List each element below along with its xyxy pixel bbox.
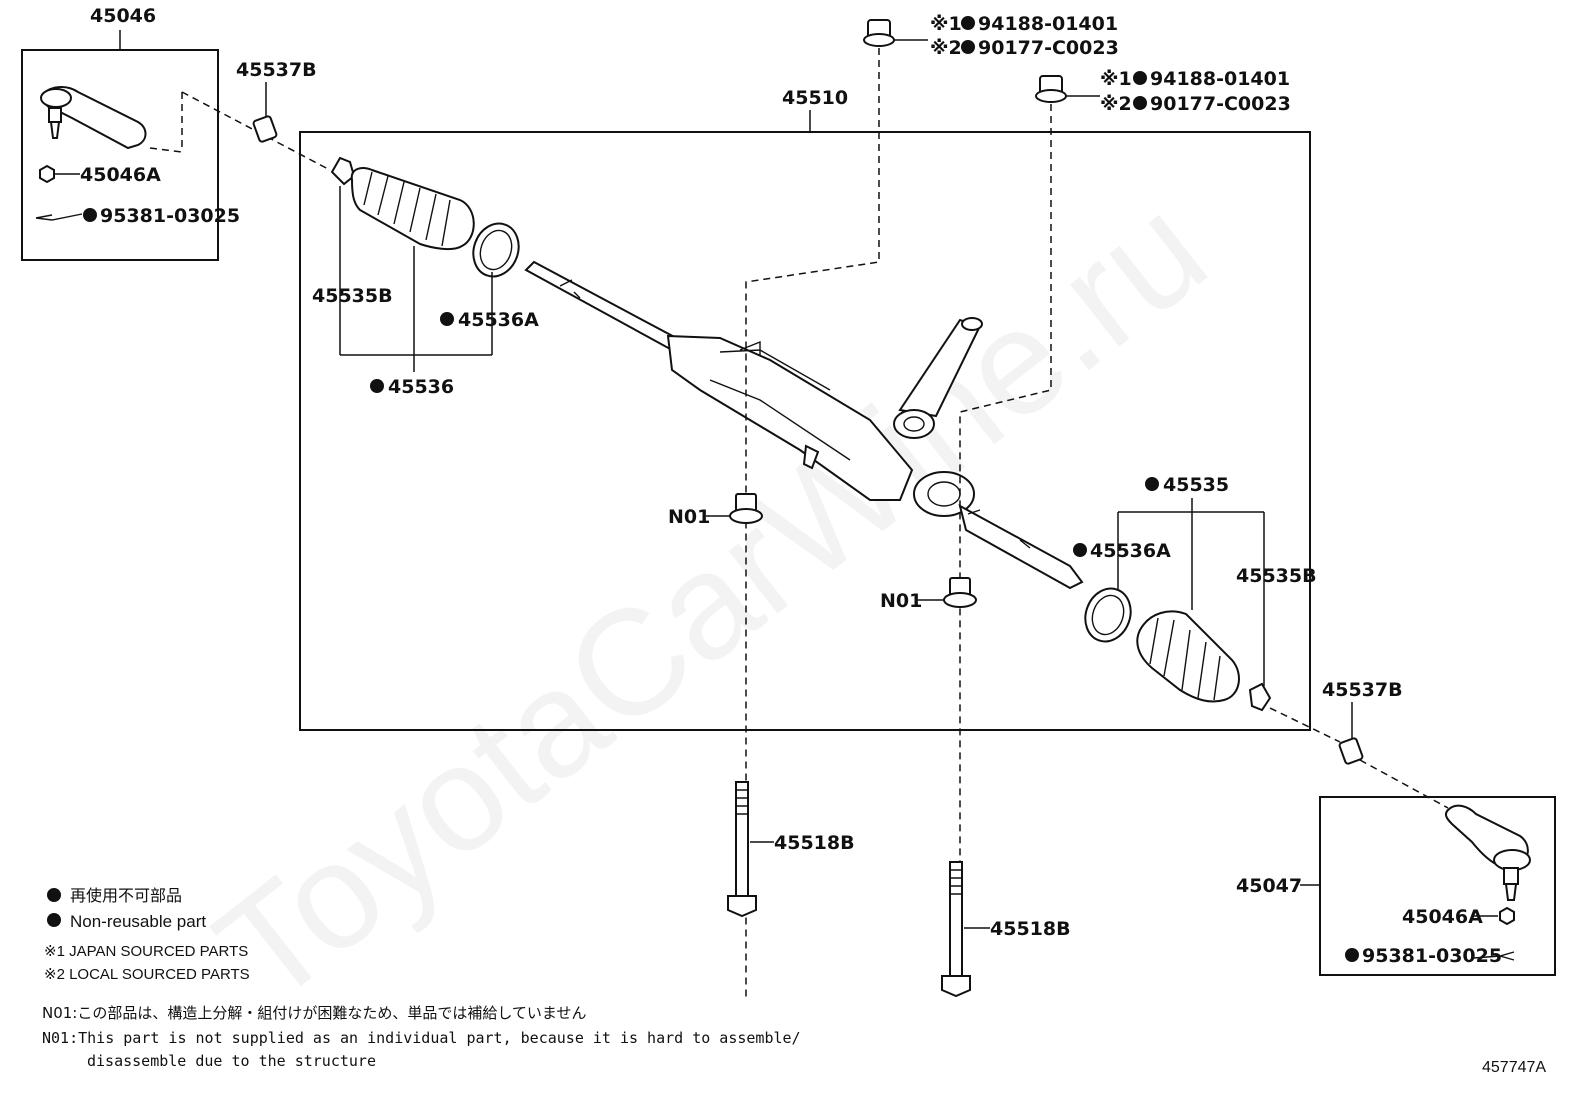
label-nut1-local: 90177-C0023 <box>978 37 1119 59</box>
boot-clamp-icon-right <box>1248 682 1272 712</box>
note-n01-en-line2: disassemble due to the structure <box>87 1052 376 1070</box>
clamp-band-icon-right <box>1084 587 1132 643</box>
non-reusable-dot <box>1145 477 1159 491</box>
clip-icon-right <box>1338 737 1364 765</box>
boot-icon-right <box>1136 610 1240 703</box>
diagram-code: 457747A <box>1482 1059 1546 1076</box>
label-45536a-left: 45536A <box>458 309 539 331</box>
non-reusable-dot <box>961 40 975 54</box>
nut2-japan-mark: ※1 <box>1100 68 1132 90</box>
steering-rack-housing-icon <box>524 260 1084 590</box>
label-nut1-japan: 94188-01401 <box>978 13 1118 35</box>
bolt-icon-left <box>727 781 757 918</box>
nut1-local-mark: ※2 <box>930 37 962 59</box>
non-reusable-dot <box>961 16 975 30</box>
nut-icon-45046a-left <box>39 164 55 184</box>
label-45518b-right: 45518B <box>990 918 1071 940</box>
label-45535b-left: 45535B <box>312 285 393 307</box>
nut1-japan-mark: ※1 <box>930 13 962 35</box>
clip-icon-left <box>252 115 278 143</box>
non-reusable-dot <box>370 379 384 393</box>
note-n01-ja: N01:この部品は、構造上分解・組付けが困難なため、単品では補給していません <box>42 1004 586 1022</box>
label-45047: 45047 <box>1236 875 1302 897</box>
label-45537b-left: 45537B <box>236 59 317 81</box>
bushing-icon-left <box>729 493 763 524</box>
mount-nut-icon-2 <box>1035 75 1067 103</box>
label-45046a-right: 45046A <box>1402 906 1483 928</box>
clamp-band-icon-left <box>472 222 520 278</box>
boot-icon-left <box>350 167 475 251</box>
nut2-local-mark: ※2 <box>1100 93 1132 115</box>
note-n01-en-line1: N01:This part is not supplied as an indi… <box>42 1029 801 1047</box>
legend-japan-sourced: ※1 JAPAN SOURCED PARTS <box>44 943 248 960</box>
non-reusable-dot <box>1345 948 1359 962</box>
bushing-icon-right <box>943 577 977 608</box>
mount-nut-icon-1 <box>863 19 895 47</box>
legend-dot-en <box>47 913 61 927</box>
non-reusable-dot <box>83 208 97 222</box>
boot-clamp-icon-left <box>330 156 356 186</box>
non-reusable-dot <box>1133 71 1147 85</box>
cotter-pin-icon-left <box>35 213 83 221</box>
non-reusable-dot <box>1073 543 1087 557</box>
non-reusable-dot <box>440 312 454 326</box>
label-45510: 45510 <box>782 87 848 109</box>
tie-rod-end-right-icon <box>1444 804 1531 901</box>
nut-icon-45046a-right <box>1499 906 1515 926</box>
label-45535b-right: 45535B <box>1236 565 1317 587</box>
label-95381-right: 95381-03025 <box>1362 945 1502 967</box>
bolt-icon-right <box>941 861 971 998</box>
legend-non-reusable-en: Non-reusable part <box>70 912 206 931</box>
label-nut2-local: 90177-C0023 <box>1150 93 1291 115</box>
legend-local-sourced: ※2 LOCAL SOURCED PARTS <box>44 966 250 983</box>
tie-rod-end-left-frame <box>21 49 219 261</box>
legend-dot-ja <box>47 888 61 902</box>
rack-assembly-frame <box>299 131 1311 731</box>
label-45046a-left: 45046A <box>80 164 161 186</box>
tie-rod-end-right-frame <box>1319 796 1556 976</box>
label-n01-right: N01 <box>880 590 922 612</box>
label-45535: 45535 <box>1163 474 1229 496</box>
label-n01-left: N01 <box>668 506 710 528</box>
label-45537b-right: 45537B <box>1322 679 1403 701</box>
legend-non-reusable-ja: 再使用不可部品 <box>70 886 182 905</box>
label-45536a-right: 45536A <box>1090 540 1171 562</box>
label-45518b-left: 45518B <box>774 832 855 854</box>
label-45536: 45536 <box>388 376 454 398</box>
label-95381-left: 95381-03025 <box>100 205 240 227</box>
cotter-pin-icon-right <box>1473 951 1515 961</box>
label-45046: 45046 <box>90 5 156 27</box>
non-reusable-dot <box>1133 96 1147 110</box>
label-nut2-japan: 94188-01401 <box>1150 68 1290 90</box>
tie-rod-end-left-icon <box>40 86 147 150</box>
